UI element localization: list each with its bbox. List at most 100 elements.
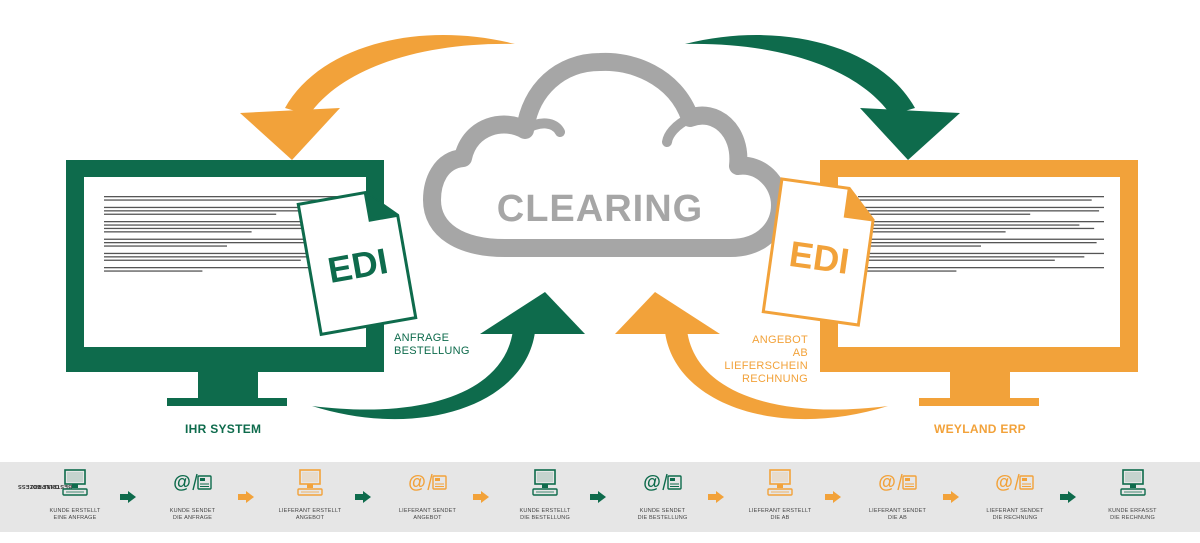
process-arrow-icon <box>237 490 254 503</box>
screen-text-line <box>104 206 350 209</box>
screen-text-line <box>104 245 227 247</box>
edi-diagram: CLEARING EDI EDI <box>66 35 1138 420</box>
screen-text-line <box>104 196 350 198</box>
screen-text-line <box>104 213 277 215</box>
process-arrow-icon <box>942 490 959 503</box>
process-step-caption-line: ANGEBOT <box>413 515 442 521</box>
screen-text-line <box>858 259 1055 261</box>
computer-icon <box>765 468 795 498</box>
screen-text-line <box>104 259 301 261</box>
process-step-caption-line: LIEFERANT ERSTELLT <box>748 508 812 514</box>
process-step-caption-line: KUNDE ERSTELLT <box>49 508 101 514</box>
edi-document-right: EDI <box>761 177 875 327</box>
process-step-caption-line: DIE AB <box>888 515 907 521</box>
screen-text-line <box>104 270 203 272</box>
screen-text-line <box>104 199 338 201</box>
process-step-caption-line: DIE BESTELLUNG <box>637 515 688 521</box>
screen-text-line <box>858 206 1104 209</box>
svg-text:@: @ <box>878 472 896 492</box>
edi-label-right: EDI <box>787 233 852 282</box>
email-fax-icon: @ <box>995 468 1035 498</box>
process-step-caption-line: DIE ANFRAGE <box>172 515 213 521</box>
right-flow-line: AB <box>792 347 808 359</box>
screen-text-line <box>104 231 252 233</box>
screen-text-line <box>858 238 1104 240</box>
process-step-caption-line: ANGEBOT <box>295 515 325 521</box>
screen-text-line <box>104 242 343 244</box>
svg-text:@: @ <box>643 472 661 492</box>
screen-text-line <box>104 238 350 240</box>
process-step-caption-line: KUNDE ERSTELLT <box>519 508 571 514</box>
svg-text:@: @ <box>173 472 191 492</box>
svg-text:@: @ <box>995 472 1013 492</box>
screen-text-line <box>104 224 326 226</box>
cloud-label: CLEARING <box>497 188 703 230</box>
right-flow-line: RECHNUNG <box>742 373 808 385</box>
process-step-caption-line: LIEFERANT SENDET <box>398 508 457 514</box>
right-monitor <box>820 160 1138 406</box>
process-arrow-icon <box>355 490 371 503</box>
screen-text-line <box>858 231 1006 233</box>
process-step-caption-line: EINE ANFRAGE <box>53 515 97 521</box>
screen-text-line <box>858 256 1085 258</box>
screen-text-line <box>858 213 1031 215</box>
process-step-caption-line: LIEFERANT SENDET <box>868 508 927 514</box>
process-step-caption-line: DIE RECHNUNG <box>1110 515 1155 521</box>
right-screen-text <box>858 196 1104 272</box>
computer-icon <box>1118 468 1148 498</box>
left-screen-text <box>104 196 350 272</box>
right-system-label: WEYLAND ERP <box>934 422 1026 436</box>
process-arrow-icon <box>707 490 724 503</box>
process-step-caption-line: DIE RECHNUNG <box>992 515 1038 521</box>
screen-text-line <box>104 256 331 258</box>
screen-text-line <box>104 210 346 212</box>
process-arrow-icon <box>825 490 841 503</box>
screen-text-line <box>858 270 957 272</box>
screen-text-line <box>104 221 350 223</box>
computer-icon <box>295 468 325 498</box>
clearing-cloud <box>423 52 789 257</box>
screen-text-line <box>858 227 1095 230</box>
process-arrow-icon <box>590 490 606 503</box>
process-step-caption-line: DIE AB <box>770 515 790 521</box>
green-arrow-bottom-left <box>312 292 585 420</box>
screen-text-line <box>858 199 1092 201</box>
left-system-label: IHR SYSTEM <box>185 422 262 436</box>
process-arrow-icon <box>1060 490 1076 503</box>
email-fax-icon: @ <box>878 468 918 498</box>
process-step-caption-line: KUNDE SENDET <box>639 508 686 514</box>
process-step-caption-line: KUNDE ERFASST <box>1108 508 1157 514</box>
orange-arrow-bottom-right <box>615 292 888 420</box>
screen-text-line <box>858 210 1100 212</box>
email-fax-icon: @ <box>408 468 448 498</box>
screen-text-line <box>858 196 1104 198</box>
screen-text-line <box>104 267 350 269</box>
right-flow-line: LIEFERSCHEIN <box>724 360 808 372</box>
screen-text-line <box>858 252 1104 255</box>
screen-text-line <box>858 245 981 247</box>
right-flow-line: ANGEBOT <box>752 334 808 346</box>
process-step-caption-line: LIEFERANT ERSTELLT <box>278 508 342 514</box>
screen-text-line <box>858 242 1097 244</box>
right-flow-label: ANGEBOT AB LIEFERSCHEIN RECHNUNG <box>720 334 808 386</box>
screen-text-line <box>104 252 350 255</box>
process-step-caption-line: LIEFERANT SENDET <box>986 508 1044 514</box>
process-step-caption-line: KUNDE SENDET <box>169 508 216 514</box>
